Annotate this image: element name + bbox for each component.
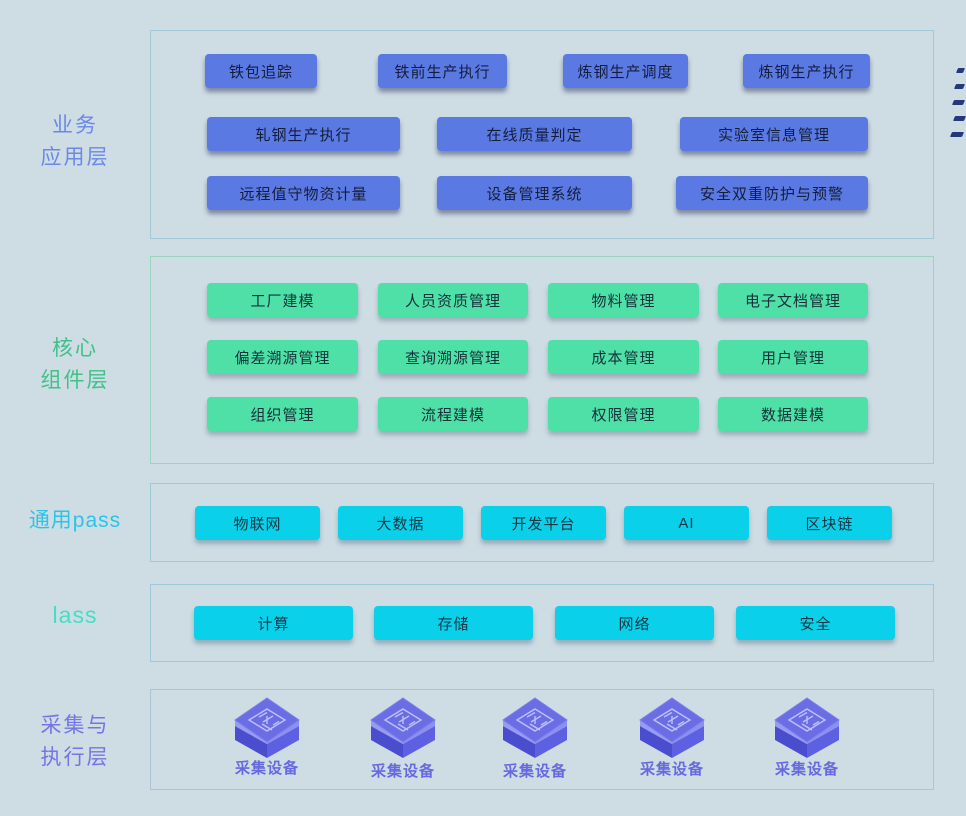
collection-device-3-label: 采集设备 <box>502 763 567 780</box>
button-blockchain[interactable]: 区块链 <box>767 506 892 540</box>
button-organization-mgmt[interactable]: 组织管理 <box>207 397 358 431</box>
layer-label-paas: 通用pass <box>28 509 122 532</box>
button-safety-dual-prevention[interactable]: 安全双重防护与预警 <box>676 176 868 210</box>
collection-device-2-label: 采集设备 <box>370 763 435 780</box>
button-online-quality-judge[interactable]: 在线质量判定 <box>437 117 632 151</box>
button-dev-platform[interactable]: 开发平台 <box>481 506 606 540</box>
button-compute[interactable]: 计算 <box>194 606 353 640</box>
button-iot[interactable]: 物联网 <box>195 506 320 540</box>
layer-label-core: 核心 组件层 <box>0 333 150 396</box>
button-network[interactable]: 网络 <box>555 606 714 640</box>
button-permission-mgmt[interactable]: 权限管理 <box>548 397 699 431</box>
layer-label-business-line2: 应用层 <box>40 145 110 169</box>
panel-core-layer <box>150 256 934 464</box>
panel-business-layer <box>150 30 934 239</box>
button-equipment-mgmt-system[interactable]: 设备管理系统 <box>437 176 632 210</box>
button-process-modeling[interactable]: 流程建模 <box>378 397 528 431</box>
collection-device-cube-icon <box>774 697 840 759</box>
collection-device-4 <box>634 696 710 765</box>
layer-label-edge-line1: 采集与 <box>40 714 110 737</box>
button-remote-material-metering[interactable]: 远程值守物资计量 <box>207 176 400 210</box>
layer-label-business-line1: 业务 <box>52 114 98 137</box>
panel-edge-layer <box>150 689 934 790</box>
button-ironmaking-mes[interactable]: 铁前生产执行 <box>378 54 507 88</box>
collection-device-4-label: 采集设备 <box>639 761 704 778</box>
collection-device-cube-icon <box>234 697 300 759</box>
button-personnel-qualification[interactable]: 人员资质管理 <box>378 283 528 317</box>
collection-device-2 <box>365 696 441 765</box>
button-rolling-mes[interactable]: 轧钢生产执行 <box>207 117 400 151</box>
button-security[interactable]: 安全 <box>736 606 895 640</box>
button-material-mgmt[interactable]: 物料管理 <box>548 283 699 317</box>
collection-device-5-label: 采集设备 <box>774 761 839 778</box>
layer-label-edge-line2: 执行层 <box>40 745 110 769</box>
collection-device-5 <box>769 696 845 765</box>
button-factory-modeling[interactable]: 工厂建模 <box>207 283 358 317</box>
collection-device-1 <box>229 696 305 765</box>
layer-label-core-line2: 组件层 <box>40 368 110 392</box>
button-deviation-trace-mgmt[interactable]: 偏差溯源管理 <box>207 340 358 374</box>
collection-device-cube-icon <box>502 697 568 759</box>
collection-device-3 <box>497 696 573 765</box>
button-steelmaking-mes[interactable]: 炼钢生产执行 <box>743 54 870 88</box>
collection-device-1-label: 采集设备 <box>234 760 299 777</box>
button-user-mgmt[interactable]: 用户管理 <box>718 340 868 374</box>
button-cost-mgmt[interactable]: 成本管理 <box>548 340 699 374</box>
button-lab-info-mgmt[interactable]: 实验室信息管理 <box>680 117 868 151</box>
collection-device-cube-icon <box>639 697 705 759</box>
layer-label-iaas: lass <box>52 602 98 628</box>
panel-paas-layer <box>150 483 934 562</box>
collection-device-cube-icon <box>370 697 436 759</box>
panel-iaas-layer <box>150 584 934 662</box>
layer-label-core-line1: 核心 <box>52 337 98 360</box>
button-edoc-mgmt[interactable]: 电子文档管理 <box>718 283 868 317</box>
button-query-trace-mgmt[interactable]: 查询溯源管理 <box>378 340 528 374</box>
button-bigdata[interactable]: 大数据 <box>338 506 463 540</box>
layer-label-business: 业务 应用层 <box>0 110 150 173</box>
button-ladle-tracking[interactable]: 铁包追踪 <box>205 54 317 88</box>
button-storage[interactable]: 存储 <box>374 606 533 640</box>
button-ai[interactable]: AI <box>624 506 749 540</box>
button-steelmaking-scheduling[interactable]: 炼钢生产调度 <box>563 54 688 88</box>
button-data-modeling[interactable]: 数据建模 <box>718 397 868 431</box>
layer-label-edge: 采集与 执行层 <box>0 710 150 773</box>
